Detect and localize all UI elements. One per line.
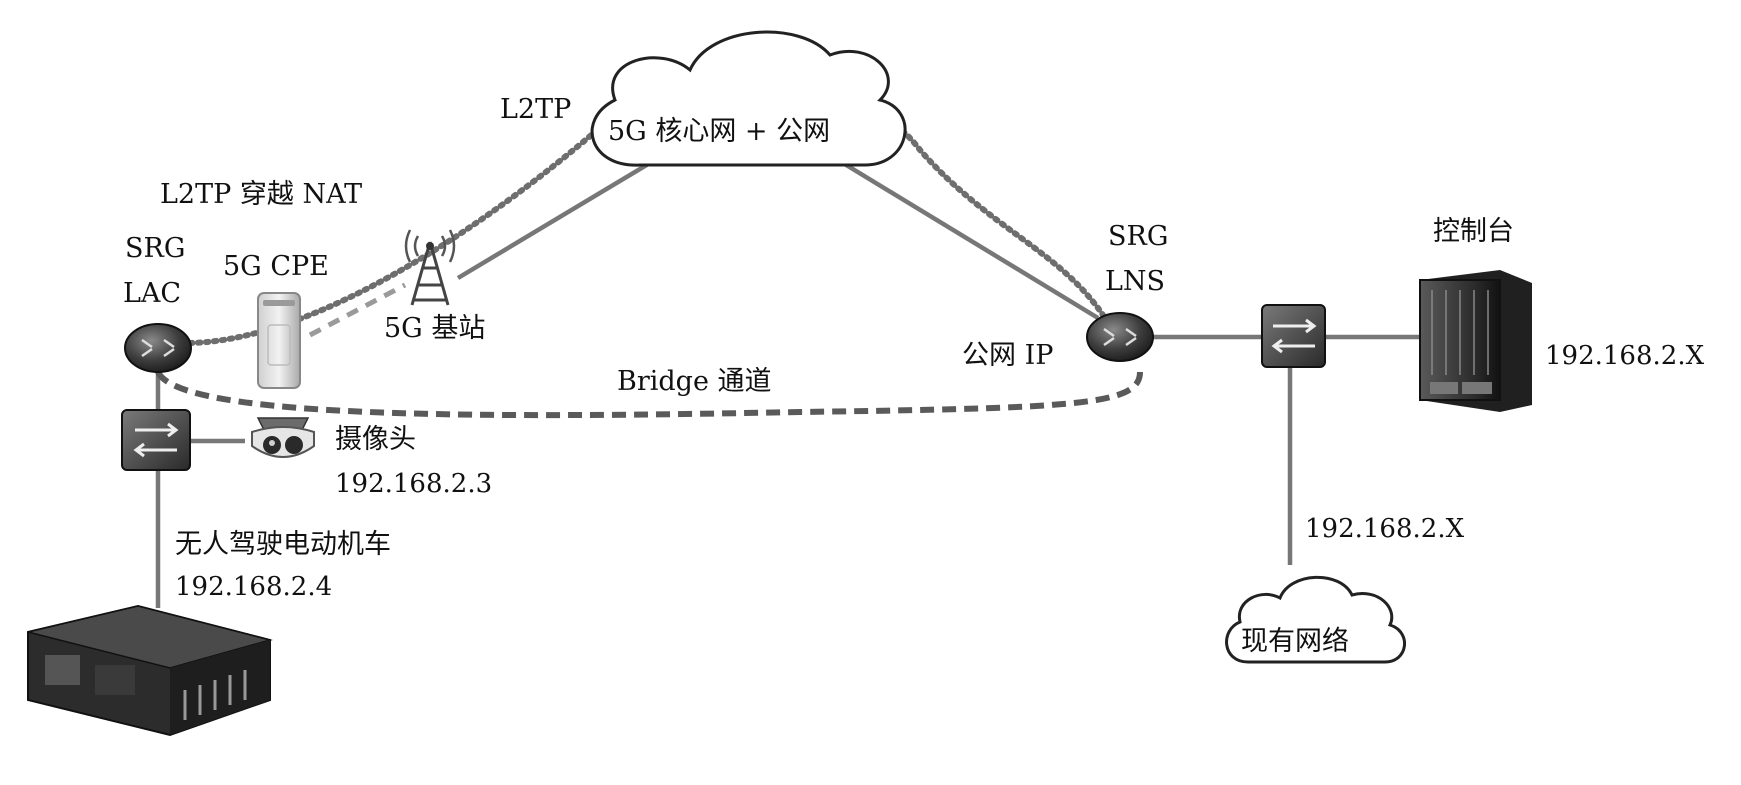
label-cpe: 5G CPE — [223, 251, 329, 282]
left-switch — [121, 409, 191, 471]
label-network-ip: 192.168.2.X — [1305, 514, 1465, 544]
label-srg-lac-1: SRG — [125, 233, 185, 264]
switch-icon — [1261, 304, 1326, 368]
bridge-tunnel — [155, 370, 1143, 419]
wireless-link — [308, 282, 407, 338]
network-cloud — [1225, 575, 1407, 664]
label-l2tp-nat: L2TP 穿越 NAT — [160, 179, 362, 210]
link-tower-core — [456, 158, 657, 280]
label-network-cloud: 现有网络 — [1241, 626, 1349, 657]
label-bridge: Bridge 通道 — [617, 366, 772, 397]
cell-tower-icon — [410, 241, 450, 306]
router-icon — [124, 323, 192, 373]
switch-icon — [121, 409, 191, 471]
locomotive-device — [27, 604, 273, 737]
label-locomotive-ip: 192.168.2.4 — [175, 572, 332, 602]
label-console-name: 控制台 — [1433, 216, 1514, 247]
label-srg-lns-1: SRG — [1108, 221, 1168, 252]
label-camera-name: 摄像头 — [335, 424, 416, 455]
label-locomotive-name: 无人驾驶电动机车 — [175, 529, 391, 560]
label-srg-lns-2: LNS — [1105, 266, 1165, 297]
labels: L2TP 5G 核心网 + 公网 L2TP 穿越 NAT SRG LAC 5G … — [123, 94, 1705, 657]
router-icon — [1086, 312, 1154, 362]
label-public-ip: 公网 IP — [962, 340, 1053, 371]
label-console-ip: 192.168.2.X — [1545, 341, 1705, 371]
router-arrows — [1103, 327, 1137, 347]
signal-waves — [404, 229, 456, 263]
right-switch — [1261, 304, 1326, 368]
cell-tower — [404, 229, 456, 306]
label-l2tp: L2TP — [500, 94, 571, 125]
label-srg-lac-2: LAC — [123, 278, 181, 309]
switch-arrows — [133, 422, 179, 458]
camera-icon — [251, 426, 315, 458]
lac-router — [124, 323, 192, 373]
cpe-device-icon — [257, 292, 301, 389]
camera-device — [251, 417, 315, 458]
router-arrows — [141, 338, 175, 358]
label-base-station: 5G 基站 — [384, 313, 485, 344]
cpe-device — [257, 292, 301, 389]
core-cloud — [590, 30, 907, 167]
link-core-lns — [836, 158, 1100, 320]
label-core-cloud: 5G 核心网 + 公网 — [608, 116, 830, 147]
lns-router — [1086, 312, 1154, 362]
switch-arrows — [1271, 318, 1317, 354]
label-camera-ip: 192.168.2.3 — [335, 469, 492, 499]
console-rack — [1419, 270, 1532, 412]
